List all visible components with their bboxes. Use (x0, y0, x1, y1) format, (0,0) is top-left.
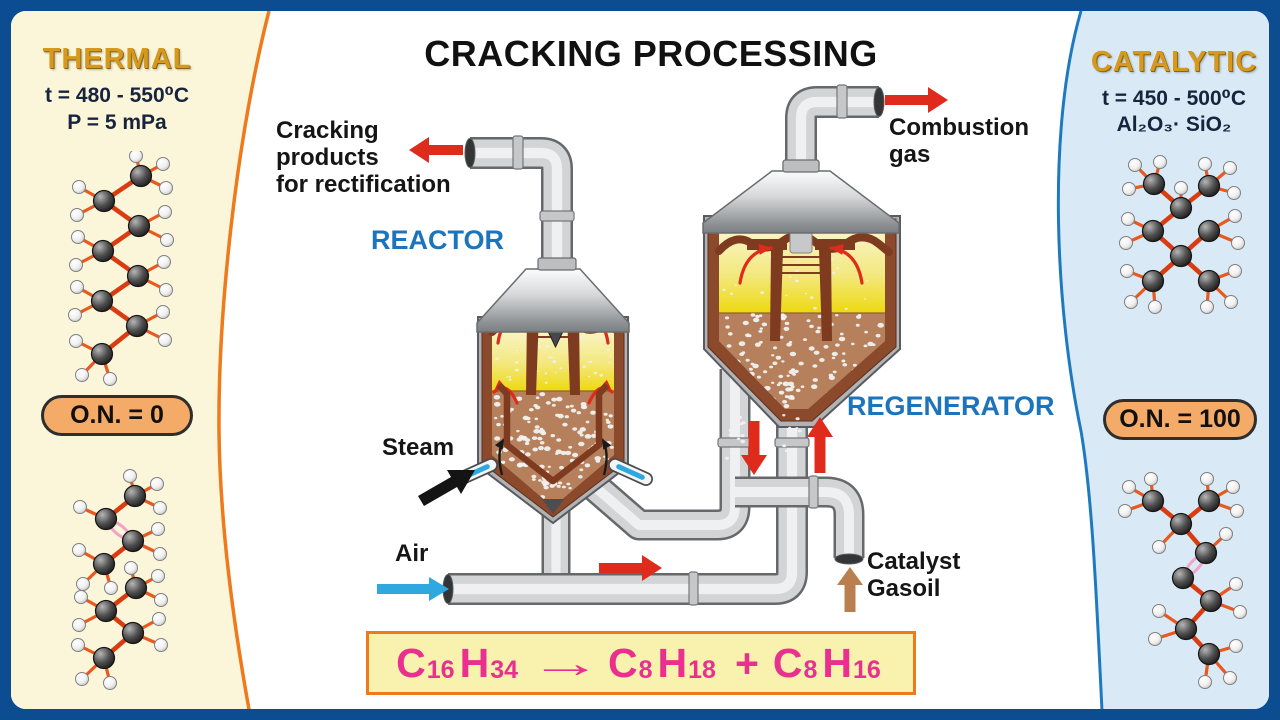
regenerator-vessel (702, 159, 901, 460)
equation-symbol: H (459, 639, 490, 686)
thermal-temperature: t = 480 - 550⁰C (44, 84, 190, 107)
equation-symbol: C (396, 639, 426, 686)
equation-symbol: + (734, 639, 759, 686)
equation-symbol: C (772, 639, 803, 686)
reactor-label: REACTOR (371, 225, 505, 255)
cyan-arrow-air-inlet (377, 577, 449, 601)
steam-label: Steam (382, 434, 455, 461)
red-arrow-air-up (807, 417, 833, 473)
thermal-octane-badge: O.N. = 0 (41, 395, 193, 436)
thermal-panel-curve (217, 11, 271, 709)
equation-subscript: 18 (688, 655, 716, 684)
red-arrow-catalyst-down (741, 421, 767, 475)
catalytic-panel-curve (1056, 11, 1104, 709)
thermal-pressure: P = 5 mPa (67, 111, 167, 134)
equation-symbol: H (822, 639, 853, 686)
flow-arrows (377, 87, 948, 612)
pipework (442, 84, 885, 606)
catalytic-temperature: t = 450 - 500⁰C (1101, 87, 1247, 110)
branched-isooctane-molecule (1119, 155, 1245, 314)
equation-symbol: H (657, 639, 688, 686)
equation-subscript: 34 (490, 655, 518, 684)
cracking-products-label: Cracking products for rectification (276, 117, 451, 198)
combustion-gas-label: Combustion gas (889, 114, 1029, 168)
equation-subscript: 8 (803, 655, 818, 684)
catalytic-catalyst-formula: Al₂O₃· SiO₂ (1116, 113, 1232, 136)
equation-subscript: 16 (853, 655, 881, 684)
red-arrow-combustion-gas (885, 87, 948, 113)
red-arrow-air-line (599, 555, 662, 581)
equation-symbol: C (608, 639, 638, 686)
thermal-title: THERMAL (42, 43, 192, 75)
red-arrow-cracking-products (409, 137, 463, 163)
brown-arrow-feed-inlet (837, 567, 863, 612)
equation-symbol: → (528, 639, 603, 686)
poster-title: CRACKING PROCESSING (424, 33, 878, 74)
regenerator-label: REGENERATOR (847, 391, 1055, 421)
catalyst-gasoil-label: Catalyst Gasoil (867, 548, 961, 602)
equation-subscript: 8 (638, 655, 653, 684)
cracked-fragments-molecule (71, 469, 168, 690)
process-flow-diagram (377, 84, 948, 612)
catalytic-title: CATALYTIC (1090, 46, 1258, 78)
catalytic-octane-badge: O.N. = 100 (1103, 399, 1257, 440)
straight-chain-alkane-molecule (68, 151, 174, 386)
black-arrow-steam-inlet (418, 470, 475, 506)
air-label: Air (395, 540, 429, 567)
branched-alkene-molecule (1118, 472, 1247, 689)
equation-subscript: 16 (426, 655, 455, 684)
reactor-vessel (453, 257, 653, 525)
